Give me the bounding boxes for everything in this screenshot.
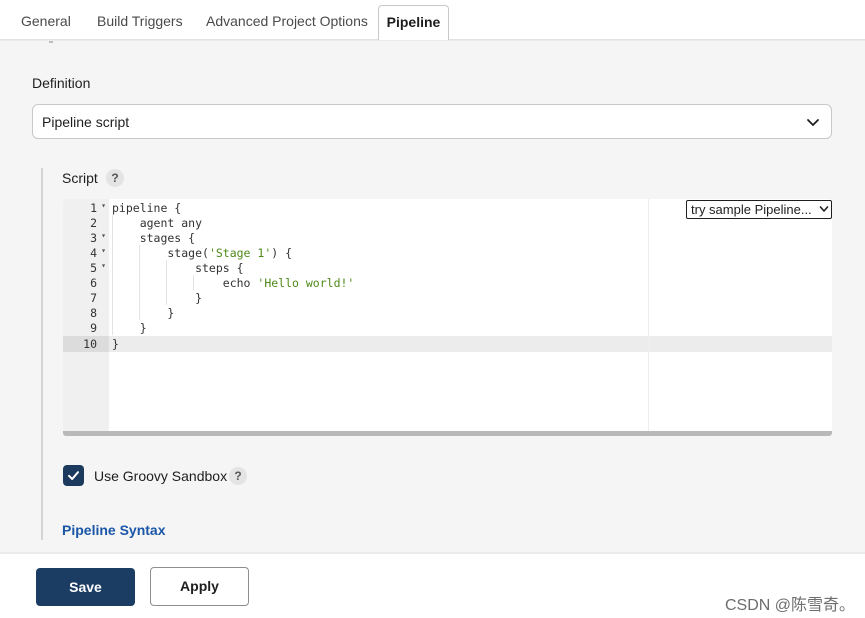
fold-arrow-icon[interactable]: ▾ bbox=[101, 246, 106, 255]
indent-guide bbox=[193, 275, 194, 290]
indent-guide bbox=[166, 260, 167, 305]
code-line: echo 'Hello world!' bbox=[112, 276, 355, 290]
definition-select[interactable]: Pipeline script bbox=[32, 104, 832, 139]
indent-guide bbox=[139, 245, 140, 320]
fold-arrow-icon[interactable]: ▾ bbox=[101, 231, 106, 240]
code-line: steps { bbox=[112, 261, 244, 275]
fold-arrow-icon[interactable]: ▾ bbox=[101, 261, 106, 270]
definition-select-value: Pipeline script bbox=[42, 114, 130, 130]
code-line: stage('Stage 1') { bbox=[112, 246, 293, 260]
apply-button[interactable]: Apply bbox=[150, 567, 249, 606]
fold-arrow-icon[interactable]: ▾ bbox=[101, 201, 106, 210]
script-editor[interactable]: 1▾ 2 3▾ 4▾ 5▾ 6 7 8 9 10 pipeline { agen… bbox=[63, 199, 832, 435]
line-number: 7 bbox=[90, 291, 97, 305]
groovy-sandbox-label[interactable]: Use Groovy Sandbox bbox=[94, 468, 228, 484]
scroll-hint-mark bbox=[49, 41, 53, 43]
tab-advanced-project-options[interactable]: Advanced Project Options bbox=[206, 13, 368, 29]
panel-top-edge bbox=[0, 40, 865, 41]
bottom-action-bar bbox=[0, 554, 865, 618]
gutter-active-line bbox=[63, 336, 109, 352]
definition-label: Definition bbox=[32, 75, 91, 91]
code-line: agent any bbox=[112, 216, 203, 230]
code-line: pipeline { bbox=[112, 201, 182, 215]
editor-active-line bbox=[109, 336, 832, 352]
script-label: Script bbox=[62, 170, 98, 186]
line-number: 10 bbox=[83, 337, 97, 351]
indent-guide bbox=[112, 215, 113, 335]
try-sample-pipeline-select[interactable]: try sample Pipeline... bbox=[686, 200, 832, 219]
section-indent-rule bbox=[41, 168, 43, 540]
chevron-down-icon bbox=[807, 119, 819, 126]
code-line: stages { bbox=[112, 231, 196, 245]
script-help-icon[interactable]: ? bbox=[106, 169, 124, 187]
groovy-sandbox-checkbox[interactable] bbox=[63, 465, 84, 486]
code-line: } bbox=[112, 306, 175, 320]
bottom-bar-shadow bbox=[0, 552, 865, 554]
watermark-text: CSDN @陈雪奇。 bbox=[725, 597, 856, 614]
chevron-down-icon bbox=[819, 206, 829, 212]
line-number: 1▾ bbox=[90, 201, 106, 215]
editor-gutter bbox=[63, 199, 109, 435]
tab-general[interactable]: General bbox=[21, 13, 71, 29]
tab-build-triggers[interactable]: Build Triggers bbox=[97, 13, 183, 29]
code-line: } bbox=[112, 337, 119, 351]
tab-bar: General Build Triggers Advanced Project … bbox=[0, 0, 865, 41]
line-number: 2 bbox=[90, 216, 97, 230]
save-button[interactable]: Save bbox=[36, 568, 135, 606]
line-number: 8 bbox=[90, 306, 97, 320]
line-number: 9 bbox=[90, 321, 97, 335]
code-line: } bbox=[112, 291, 203, 305]
editor-resize-handle[interactable] bbox=[63, 431, 832, 436]
try-sample-pipeline-value: try sample Pipeline... bbox=[691, 202, 812, 217]
print-margin bbox=[648, 199, 649, 435]
line-number: 3▾ bbox=[90, 231, 106, 245]
line-number: 4▾ bbox=[90, 246, 106, 260]
code-string: 'Stage 1' bbox=[208, 246, 272, 260]
tab-pipeline[interactable]: Pipeline bbox=[378, 5, 449, 40]
checkmark-icon bbox=[68, 471, 79, 480]
sandbox-help-icon[interactable]: ? bbox=[229, 467, 247, 485]
line-number: 5▾ bbox=[90, 261, 106, 275]
code-string: 'Hello world!' bbox=[257, 276, 355, 290]
line-number: 6 bbox=[90, 276, 97, 290]
code-line: } bbox=[112, 321, 147, 335]
pipeline-syntax-link[interactable]: Pipeline Syntax bbox=[62, 522, 166, 538]
